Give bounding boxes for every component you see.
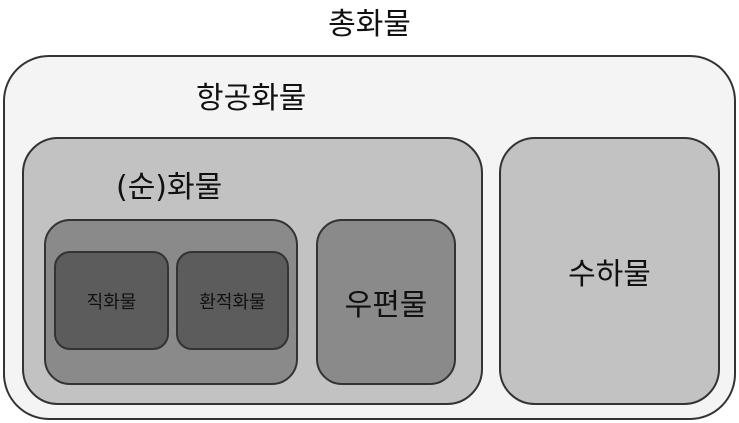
direct-cargo-box: 직화물 — [54, 251, 169, 350]
air-cargo-title: 항공화물 — [196, 81, 307, 116]
mail-box: 우편물 — [316, 219, 456, 385]
net-cargo-title: (순)화물 — [116, 170, 223, 205]
total-cargo-title: 총화물 — [328, 7, 411, 42]
transfer-cargo-label: 환적화물 — [199, 291, 266, 313]
mail-label: 우편물 — [344, 288, 428, 323]
baggage-box: 수하물 — [499, 137, 720, 405]
transfer-cargo-box: 환적화물 — [176, 251, 289, 350]
direct-cargo-label: 직화물 — [86, 291, 137, 313]
baggage-label: 수하물 — [568, 257, 651, 292]
